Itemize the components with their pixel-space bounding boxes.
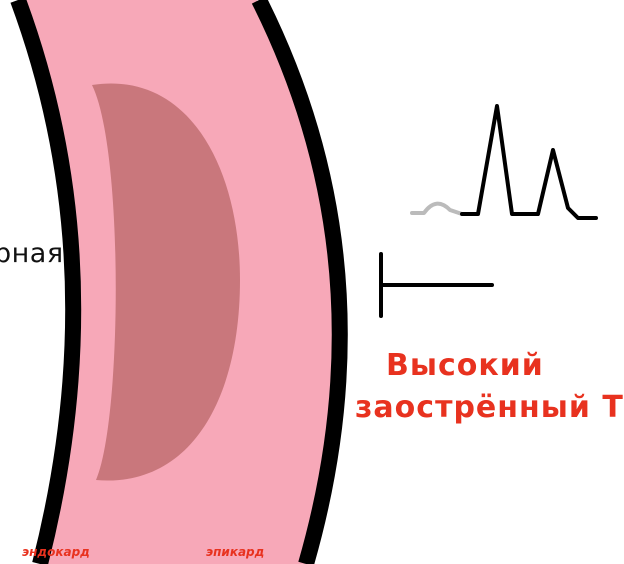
ecg-current-wave xyxy=(460,104,598,220)
electrode-t-icon xyxy=(379,252,494,318)
ecg-previous-wave xyxy=(410,201,464,216)
lesion-zone xyxy=(92,83,240,481)
peaked-t-title-line1: Высокий xyxy=(386,348,544,383)
endocardium-label: эндокард xyxy=(22,545,90,559)
cut-off-label: рная xyxy=(0,238,64,269)
ecg-peaked-t-icon xyxy=(410,104,598,220)
epicardium-label: эпикард xyxy=(206,545,265,559)
peaked-t-title-line2: заострённый Т xyxy=(355,390,624,425)
endocardium-border xyxy=(10,0,82,564)
epicardium-border xyxy=(251,0,348,564)
